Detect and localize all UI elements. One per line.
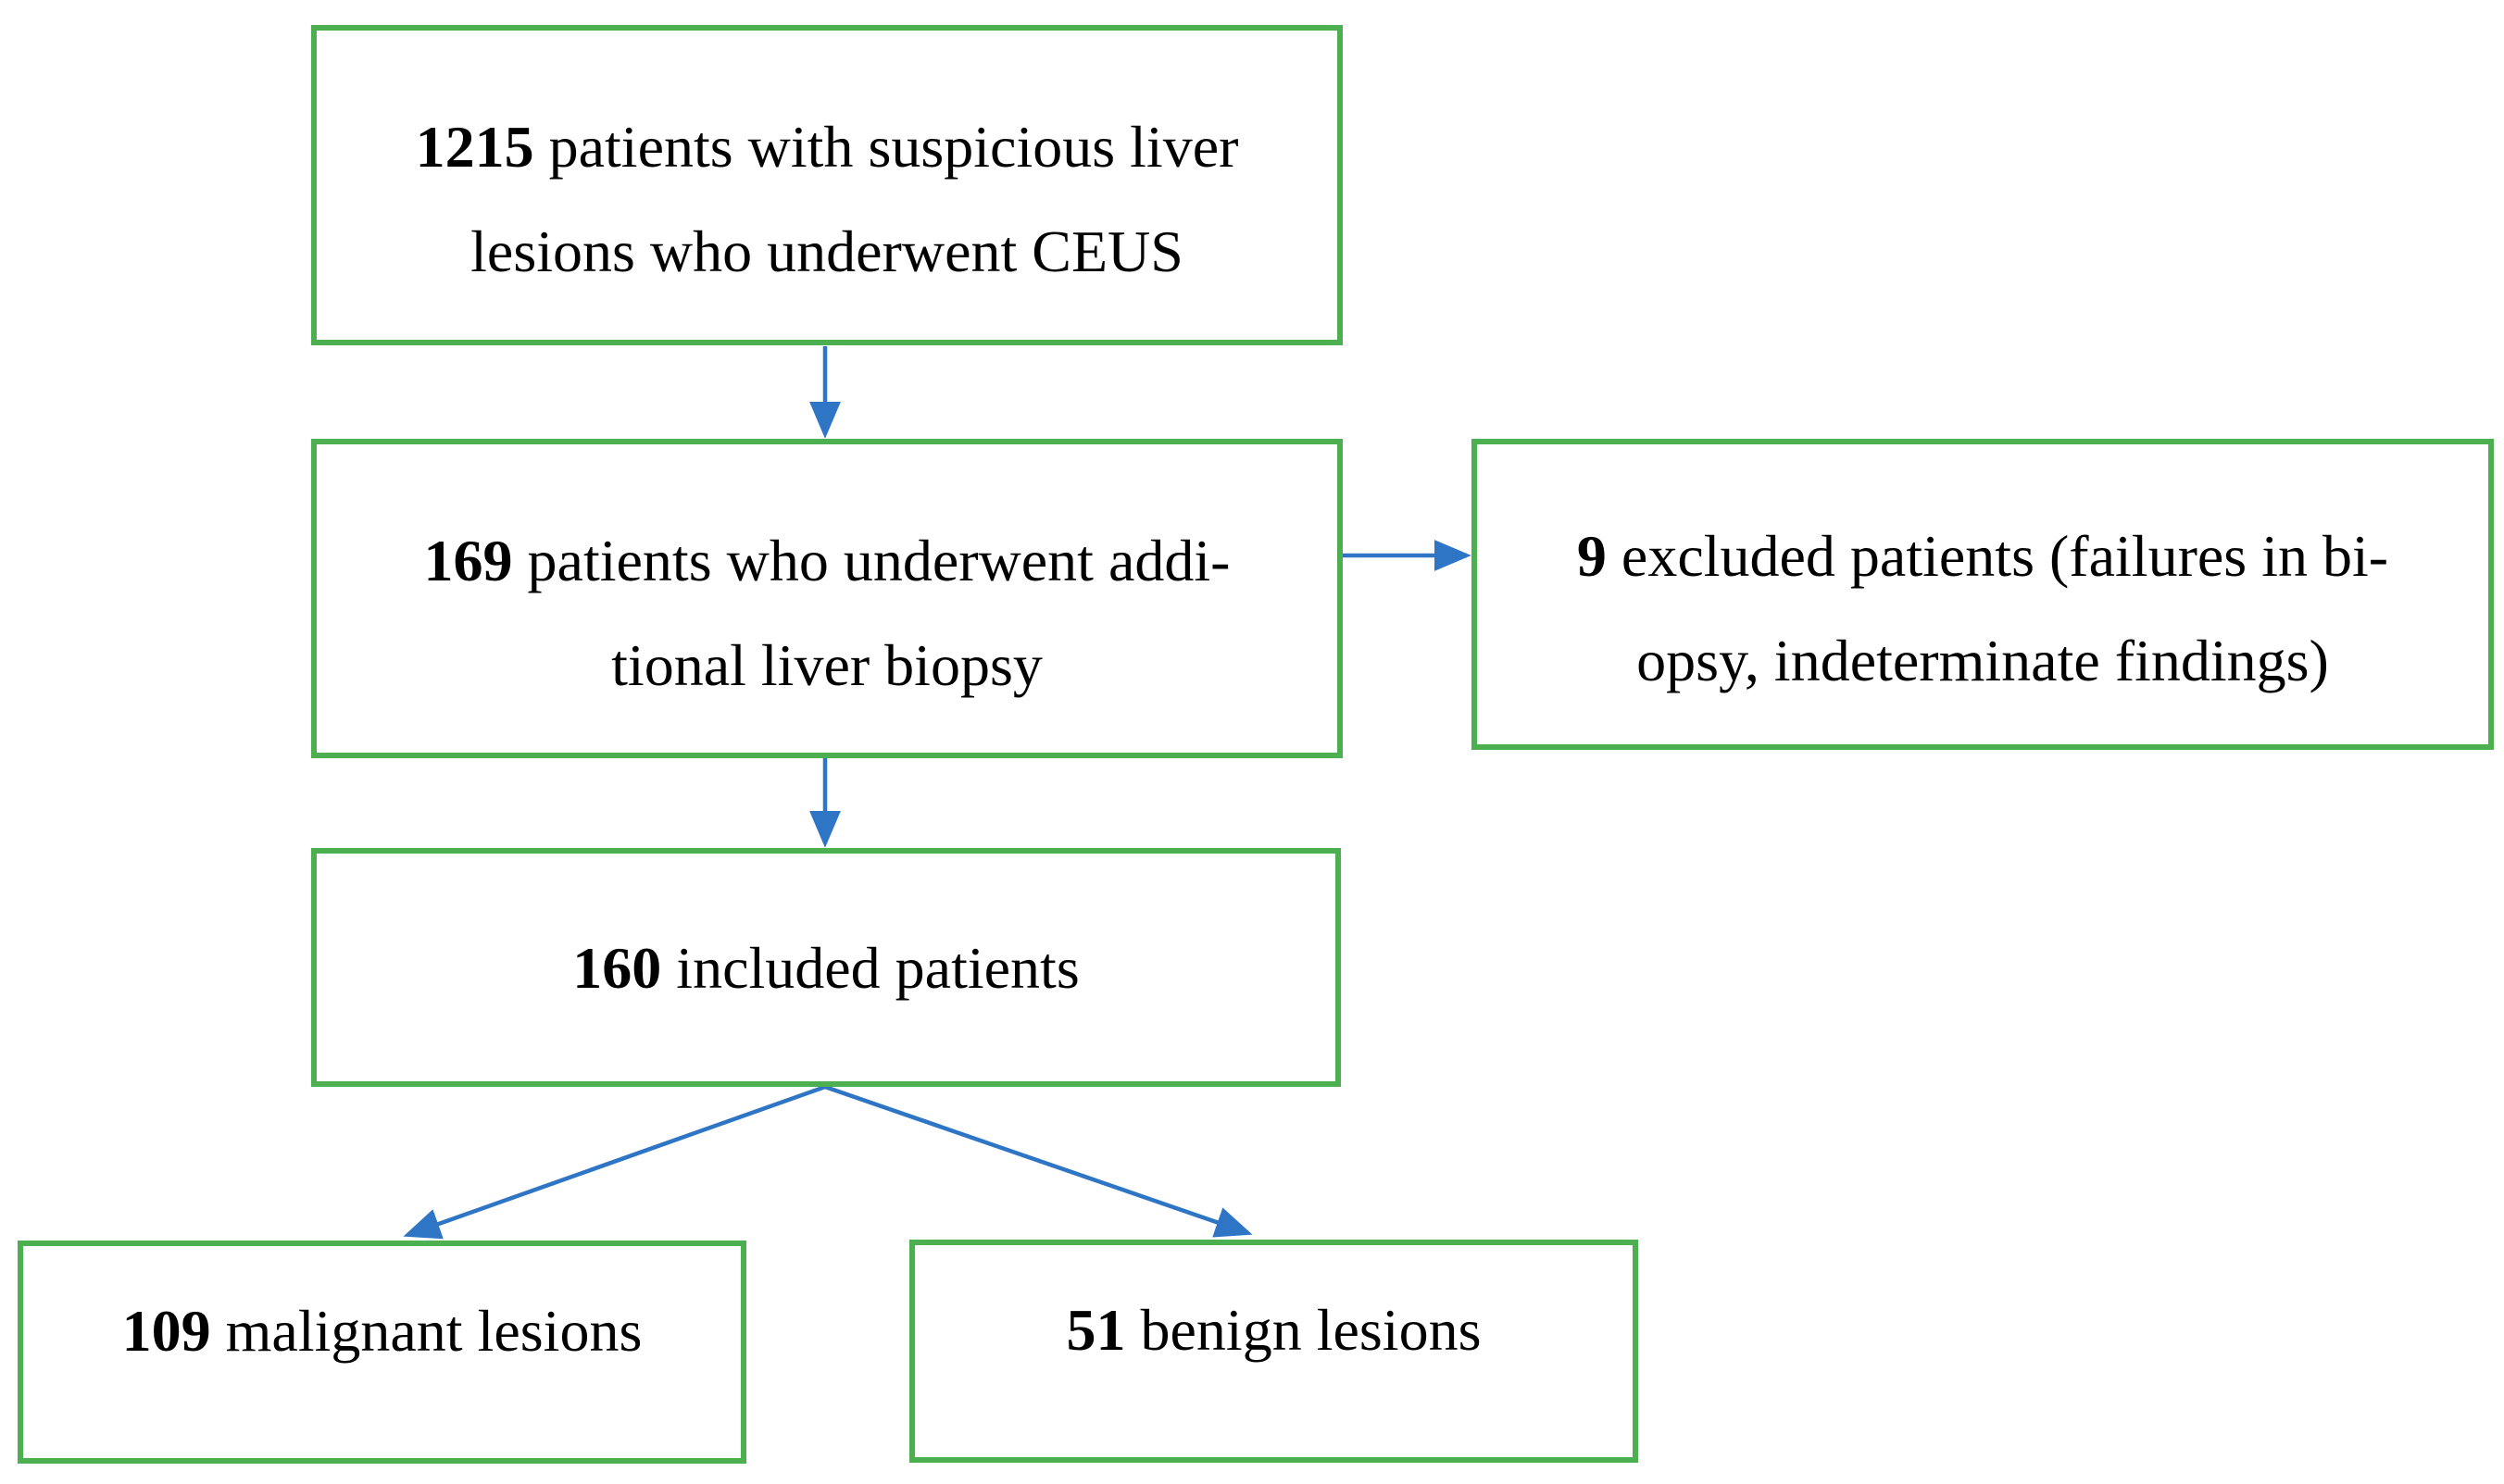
excluded-count: 9 bbox=[1576, 523, 1607, 589]
box-benign-lesions: 51 benign lesions bbox=[909, 1240, 1638, 1463]
box-excluded-line1: 9 excluded patients (failures in bi- bbox=[1477, 504, 2488, 608]
benign-label: benign lesions bbox=[1125, 1297, 1482, 1363]
biopsy-count: 169 bbox=[423, 527, 513, 593]
arrow-included-to-benign bbox=[824, 1084, 1253, 1238]
box-ceus-text: 1215 patients with suspicious liver lesi… bbox=[317, 67, 1337, 304]
box-excluded-text: 9 excluded patients (failures in bi- ops… bbox=[1477, 476, 2488, 713]
box-included-text: 160 included patients bbox=[317, 916, 1335, 1020]
box-biopsy-patients: 169 patients who underwent addi- tional … bbox=[311, 439, 1343, 758]
box-malignant-text: 109 malignant lesions bbox=[23, 1278, 741, 1383]
box-biopsy-text: 169 patients who underwent addi- tional … bbox=[317, 480, 1337, 717]
arrow-included-to-malignant bbox=[403, 1084, 826, 1240]
included-label: included patients bbox=[661, 934, 1080, 1001]
box-excluded-line2: opsy, indeterminate findings) bbox=[1636, 628, 2329, 693]
excluded-label: excluded patients (failures in bi- bbox=[1606, 523, 2389, 589]
box-biopsy-line2: tional liver biopsy bbox=[611, 631, 1043, 698]
box-malignant-line1: 109 malignant lesions bbox=[23, 1278, 741, 1383]
box-excluded-patients: 9 excluded patients (failures in bi- ops… bbox=[1471, 439, 2494, 750]
box-ceus-patients: 1215 patients with suspicious liver lesi… bbox=[311, 25, 1343, 345]
box-benign-text: 51 benign lesions bbox=[915, 1278, 1633, 1382]
box-malignant-lesions: 109 malignant lesions bbox=[18, 1241, 746, 1464]
box-included-line1: 160 included patients bbox=[317, 916, 1335, 1020]
included-count: 160 bbox=[572, 934, 662, 1001]
ceus-count: 1215 bbox=[415, 114, 534, 180]
box-benign-line1: 51 benign lesions bbox=[915, 1278, 1633, 1382]
biopsy-label: patients who underwent addi- bbox=[512, 527, 1231, 593]
malignant-count: 109 bbox=[121, 1298, 211, 1364]
box-ceus-line1: 1215 patients with suspicious liver bbox=[317, 94, 1337, 199]
box-included-patients: 160 included patients bbox=[311, 848, 1341, 1087]
box-biopsy-line1: 169 patients who underwent addi- bbox=[317, 508, 1337, 613]
malignant-label: malignant lesions bbox=[210, 1298, 643, 1364]
ceus-label: patients with suspicious liver bbox=[533, 114, 1239, 180]
box-ceus-line2: lesions who underwent CEUS bbox=[470, 218, 1183, 284]
benign-count: 51 bbox=[1066, 1297, 1126, 1363]
